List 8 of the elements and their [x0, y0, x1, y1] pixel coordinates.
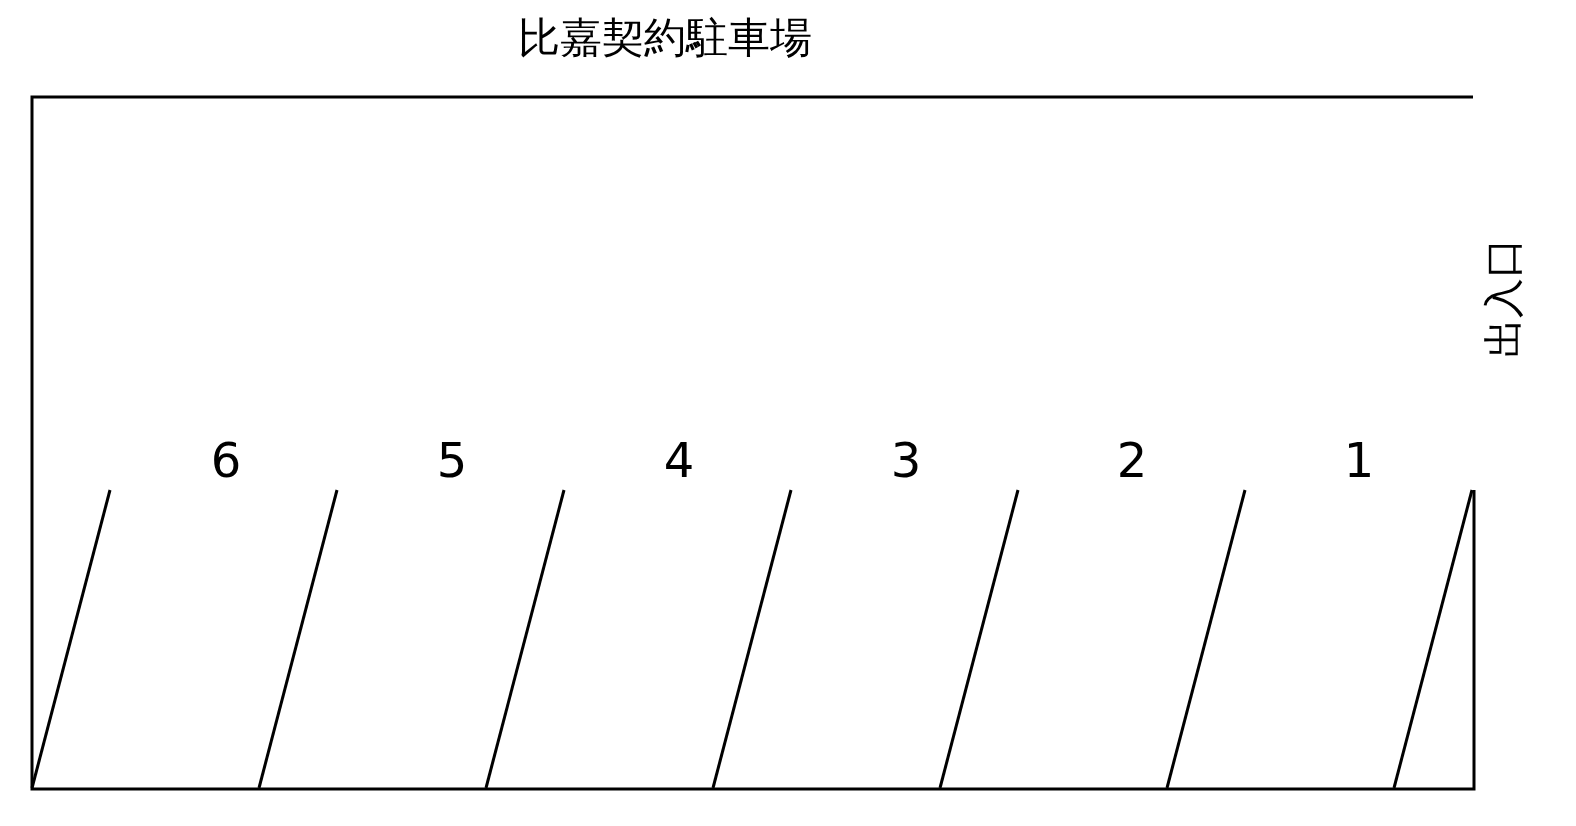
stall-number: 2: [1116, 436, 1148, 484]
stall-number: 4: [663, 436, 695, 484]
title: 比嘉契約駐車場: [518, 17, 812, 59]
stall-number: 1: [1343, 436, 1375, 484]
stall-number: 3: [890, 436, 922, 484]
stall-number: 5: [436, 436, 468, 484]
stall-number: 6: [210, 436, 242, 484]
entrance-label: 出入口: [1483, 238, 1523, 358]
